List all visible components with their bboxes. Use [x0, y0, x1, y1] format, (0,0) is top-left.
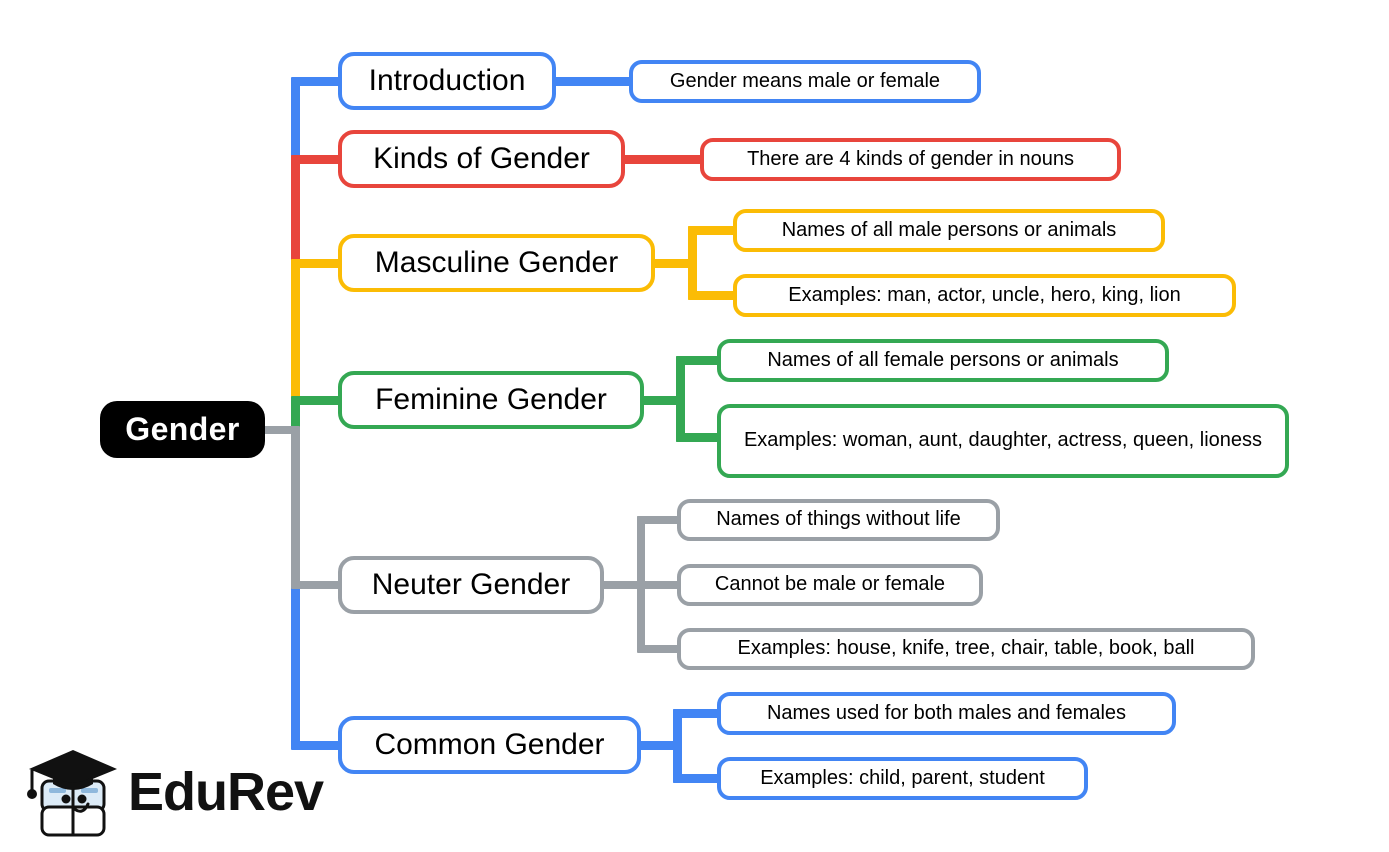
branch-label-neuter-gender: Neuter Gender — [371, 568, 571, 602]
leaf-node-masculine-1[interactable]: Names of all male persons or animals — [733, 209, 1165, 252]
connector-masculine-to-leaf-1 — [688, 226, 738, 235]
connector-common-vertical — [673, 709, 682, 783]
connector-feminine-stub — [640, 396, 685, 405]
trunk-segment-yellow — [291, 261, 300, 403]
leaf-label: Gender means male or female — [669, 69, 941, 92]
leaf-node-feminine-1[interactable]: Names of all female persons or animals — [717, 339, 1169, 382]
connector-kinds-to-leaf — [622, 155, 707, 164]
leaf-label: Names of things without life — [716, 508, 961, 531]
connector-trunk-to-kinds — [291, 155, 345, 164]
branch-label-feminine-gender: Feminine Gender — [375, 383, 607, 417]
trunk-segment-blue-bottom — [291, 583, 300, 747]
connector-feminine-to-leaf-2 — [676, 433, 724, 442]
trunk-segment-gray — [291, 426, 300, 589]
connector-neuter-to-leaf-2 — [637, 581, 681, 589]
connector-neuter-to-leaf-1 — [637, 516, 681, 524]
connector-introduction-to-leaf — [553, 77, 633, 86]
leaf-label: Examples: child, parent, student — [760, 766, 1045, 789]
branch-label-kinds-of-gender: Kinds of Gender — [373, 142, 590, 176]
branch-node-feminine-gender[interactable]: Feminine Gender — [338, 371, 644, 429]
connector-neuter-to-leaf-3 — [637, 645, 681, 653]
connector-masculine-stub — [652, 259, 697, 268]
root-node-gender[interactable]: Gender — [100, 401, 265, 458]
leaf-label: Names of all female persons or animals — [767, 348, 1119, 371]
leaf-label: Examples: woman, aunt, daughter, actress… — [743, 429, 1263, 452]
leaf-node-kinds-1[interactable]: There are 4 kinds of gender in nouns — [700, 138, 1121, 181]
root-node-label: Gender — [125, 411, 240, 447]
connector-trunk-to-masculine — [291, 259, 345, 268]
leaf-label: Examples: house, knife, tree, chair, tab… — [737, 637, 1195, 660]
leaf-node-introduction-1[interactable]: Gender means male or female — [629, 60, 981, 103]
leaf-node-neuter-2[interactable]: Cannot be male or female — [677, 564, 983, 606]
connector-trunk-to-neuter — [291, 581, 345, 589]
connector-masculine-to-leaf-2 — [688, 291, 738, 300]
connector-trunk-to-common — [291, 741, 345, 750]
connector-common-stub — [637, 741, 682, 750]
leaf-label: Examples: man, actor, uncle, hero, king,… — [788, 283, 1181, 306]
leaf-node-feminine-2[interactable]: Examples: woman, aunt, daughter, actress… — [717, 404, 1289, 478]
branch-label-masculine-gender: Masculine Gender — [374, 246, 619, 280]
branch-label-common-gender: Common Gender — [374, 728, 605, 762]
branch-node-introduction[interactable]: Introduction — [338, 52, 556, 110]
branch-node-neuter-gender[interactable]: Neuter Gender — [338, 556, 604, 614]
connector-common-to-leaf-1 — [673, 709, 721, 718]
trunk-segment-blue-top — [291, 79, 300, 161]
connector-trunk-to-introduction — [291, 77, 345, 86]
trunk-segment-green — [291, 399, 300, 430]
leaf-label: Names of all male persons or animals — [781, 218, 1117, 241]
branch-node-common-gender[interactable]: Common Gender — [338, 716, 641, 774]
leaf-node-neuter-1[interactable]: Names of things without life — [677, 499, 1000, 541]
leaf-label: There are 4 kinds of gender in nouns — [747, 147, 1074, 170]
leaf-node-common-2[interactable]: Examples: child, parent, student — [717, 757, 1088, 800]
branch-node-kinds-of-gender[interactable]: Kinds of Gender — [338, 130, 625, 188]
connector-feminine-to-leaf-1 — [676, 356, 724, 365]
connector-feminine-vertical — [676, 356, 685, 442]
connector-neuter-stub — [600, 581, 645, 589]
connector-trunk-to-feminine — [291, 396, 345, 405]
edurev-logo[interactable]: EduRev — [20, 745, 324, 845]
leaf-label: Cannot be male or female — [714, 573, 946, 596]
connector-masculine-vertical — [688, 226, 697, 300]
leaf-node-common-1[interactable]: Names used for both males and females — [717, 692, 1176, 735]
graduation-cap-book-icon — [27, 750, 117, 837]
leaf-label: Names used for both males and females — [766, 701, 1127, 724]
connector-common-to-leaf-2 — [673, 774, 721, 783]
connector-root-to-trunk — [264, 426, 296, 434]
trunk-segment-red — [291, 157, 300, 265]
leaf-node-neuter-3[interactable]: Examples: house, knife, tree, chair, tab… — [677, 628, 1255, 670]
leaf-node-masculine-2[interactable]: Examples: man, actor, uncle, hero, king,… — [733, 274, 1236, 317]
edurev-wordmark: EduRev — [128, 762, 324, 822]
branch-label-introduction: Introduction — [368, 64, 526, 98]
branch-node-masculine-gender[interactable]: Masculine Gender — [338, 234, 655, 292]
